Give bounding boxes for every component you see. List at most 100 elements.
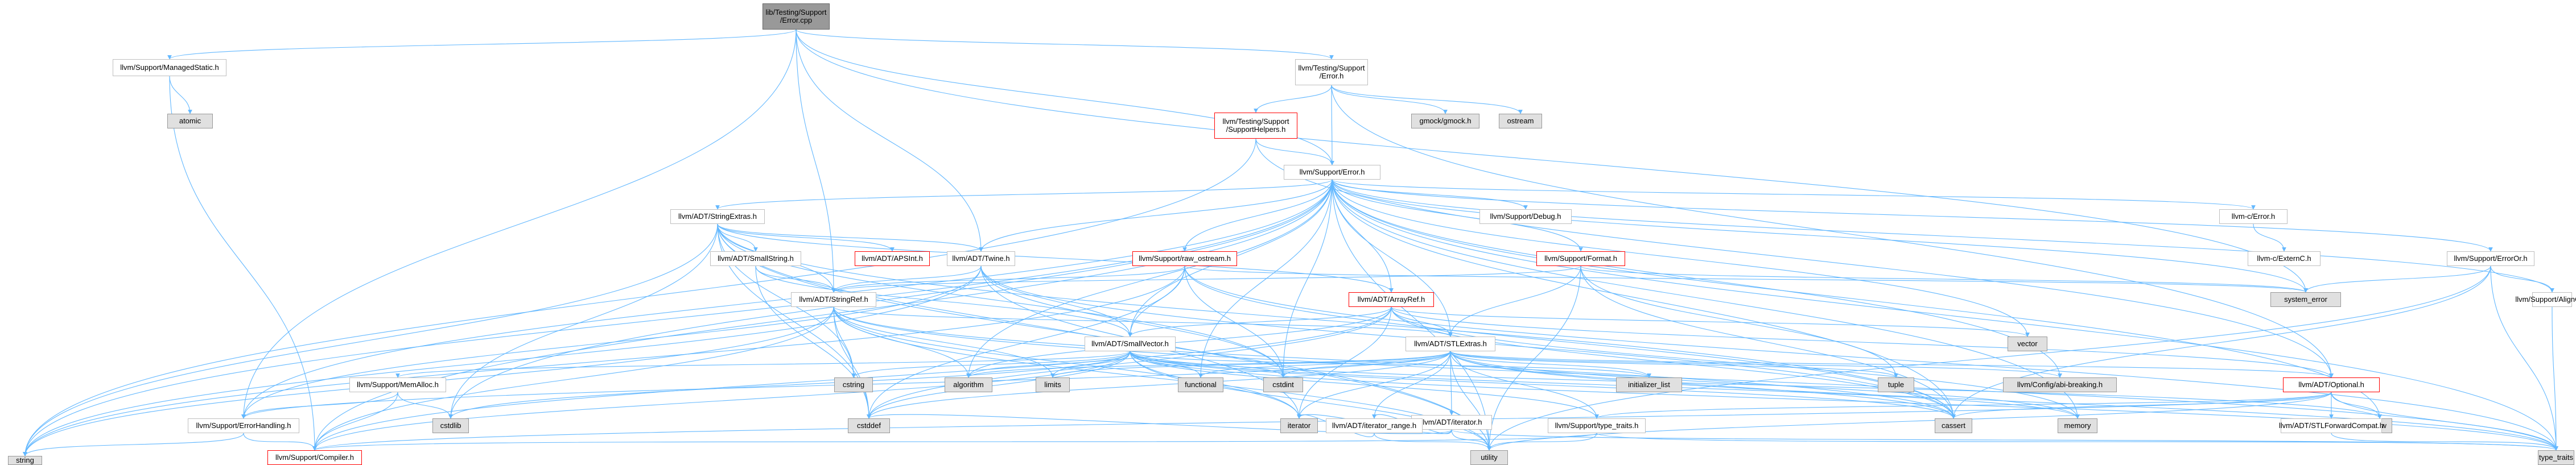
edge-n21-n23 — [1128, 306, 1392, 337]
edge-n7-n27 — [966, 179, 1333, 378]
edge-n7-n17 — [1332, 179, 1583, 252]
edge-n12-n49 — [2490, 265, 2558, 451]
node-llvm-adt-stlforwardcompat-h[interactable]: llvm/ADT/STLForwardCompat.h — [2279, 418, 2384, 433]
edge-n7-n36 — [448, 179, 1333, 419]
node-string: string — [8, 456, 42, 465]
edge-n0-n3 — [796, 29, 1334, 60]
edge-n24-n42 — [1372, 351, 1451, 419]
node-llvm-adt-apsint-h[interactable]: llvm/ADT/APSInt.h — [855, 251, 930, 266]
edge-n34-n49 — [2331, 392, 2558, 451]
edge-n7-n46 — [1332, 179, 2080, 419]
node-llvm-support-managedstatic-h[interactable]: llvm/Support/ManagedStatic.h — [113, 59, 226, 76]
edge-n21-n40 — [867, 306, 1392, 419]
node-llvm-testing-support-error-h[interactable]: llvm/Testing/Support /Error.h — [1295, 59, 1368, 85]
edge-n8-n36 — [448, 223, 718, 419]
edge-n21-n34 — [1391, 306, 2334, 378]
edge-n23-n29 — [1130, 351, 1203, 378]
edge-n7-n18 — [1332, 179, 2308, 293]
edge-n35-n40 — [867, 414, 1452, 434]
node-cstring: cstring — [834, 377, 873, 392]
node-system-error: system_error — [2270, 292, 2341, 307]
edge-n21-n24 — [1391, 306, 1453, 337]
edge-n3-n4 — [1254, 85, 1332, 113]
node-vector: vector — [2008, 337, 2047, 351]
node-lib-testing-support-error-cpp[interactable]: lib/Testing/Support /Error.cpp — [763, 3, 830, 30]
edge-n15-n37 — [241, 265, 982, 419]
edge-n20-n26 — [833, 306, 856, 378]
node-llvm-adt-smallvector-h[interactable]: llvm/ADT/SmallVector.h — [1085, 337, 1176, 351]
edge-n7-n30 — [1281, 179, 1333, 378]
node-llvm-support-erroror-h[interactable]: llvm/Support/ErrorOr.h — [2447, 251, 2534, 266]
edge-n23-n40 — [867, 351, 1131, 419]
edge-n24-n32 — [1450, 351, 1898, 378]
node-llvm-adt-twine-h[interactable]: llvm/ADT/Twine.h — [947, 251, 1015, 266]
node-tuple: tuple — [1878, 377, 1914, 392]
edge-n12-n19 — [2490, 265, 2554, 293]
node-memory: memory — [2058, 418, 2097, 433]
edge-n23-n26 — [851, 351, 1131, 378]
edge-n12-n18 — [2303, 265, 2491, 293]
edge-n25-n37 — [241, 392, 398, 419]
edge-n4-n7 — [1255, 138, 1334, 165]
edge-n16-n20 — [831, 265, 1185, 293]
edge-n8-n13 — [717, 223, 758, 252]
node-llvm-adt-stringextras-h[interactable]: llvm/ADT/StringExtras.h — [670, 209, 765, 224]
edge-n24-n35 — [1449, 351, 1454, 416]
node-cstdint: cstdint — [1263, 377, 1303, 392]
edge-n42-n44 — [1374, 433, 1491, 451]
edge-n12-n44 — [1487, 265, 2491, 451]
node-llvm-support-error-h[interactable]: llvm/Support/Error.h — [1284, 165, 1380, 180]
edge-n23-n31 — [1130, 351, 1651, 378]
edge-n23-n28 — [1050, 351, 1131, 378]
node-type-traits: type_traits — [2538, 450, 2574, 465]
node-llvm-config-abi-breaking-h: llvm/Config/abi-breaking.h — [2003, 377, 2117, 392]
node-llvm-adt-smallstring-h[interactable]: llvm/ADT/SmallString.h — [710, 251, 801, 266]
node-functional: functional — [1178, 377, 1223, 392]
edge-n13-n40 — [755, 265, 871, 419]
node-llvm-c-externc-h[interactable]: llvm-c/ExternC.h — [2248, 251, 2321, 266]
node-llvm-support-format-h[interactable]: llvm/Support/Format.h — [1536, 251, 1625, 266]
edge-n34-n45 — [1951, 392, 2332, 419]
edge-n7-n37 — [241, 179, 1333, 419]
node-llvm-adt-arrayref-h[interactable]: llvm/ADT/ArrayRef.h — [1349, 292, 1434, 307]
edge-n43-n39 — [312, 433, 1597, 451]
node-llvm-support-errorhandling-h[interactable]: llvm/Support/ErrorHandling.h — [188, 418, 299, 433]
node-llvm-support-type-traits-h[interactable]: llvm/Support/type_traits.h — [1548, 418, 1646, 433]
node-llvm-c-error-h[interactable]: llvm-c/Error.h — [2219, 209, 2288, 224]
node-llvm-testing-support-supporthelpers-h[interactable]: llvm/Testing/Support /SupportHelpers.h — [1214, 113, 1297, 139]
node-cstddef: cstddef — [848, 418, 890, 433]
edge-n7-n19 — [1332, 179, 2554, 293]
edge-n16-n40 — [867, 265, 1185, 419]
node-llvm-support-raw-ostream-h[interactable]: llvm/Support/raw_ostream.h — [1132, 251, 1237, 266]
edge-n7-n39 — [312, 179, 1333, 451]
node-llvm-support-compiler-h[interactable]: llvm/Support/Compiler.h — [267, 450, 362, 465]
node-llvm-support-alignof-h[interactable]: llvm/Support/AlignOf.h — [2515, 292, 2576, 307]
edge-n24-n29 — [1198, 351, 1451, 378]
edge-n24-n33 — [1450, 351, 2062, 378]
node-llvm-support-memalloc-h[interactable]: llvm/Support/MemAlloc.h — [349, 377, 446, 392]
node-llvm-adt-optional-h[interactable]: llvm/ADT/Optional.h — [2283, 377, 2380, 392]
edge-n17-n24 — [1448, 265, 1581, 337]
node-cstdlib: cstdlib — [432, 418, 469, 433]
node-llvm-adt-stlextras-h[interactable]: llvm/ADT/STLExtras.h — [1406, 337, 1495, 351]
edge-n24-n27 — [966, 351, 1451, 378]
edge-n7-n38 — [23, 179, 1333, 456]
edge-n17-n32 — [1580, 265, 1898, 378]
edge-n1-n2 — [169, 76, 192, 114]
edge-n0-n1 — [167, 29, 797, 60]
node-llvm-adt-iterator-range-h[interactable]: llvm/ADT/iterator_range.h — [1326, 418, 1423, 433]
edge-n10-n11 — [2253, 223, 2286, 252]
edge-n7-n15 — [979, 179, 1333, 252]
edge-n15-n38 — [23, 265, 982, 456]
edge-n8-n15 — [717, 223, 983, 252]
node-llvm-support-debug-h[interactable]: llvm/Support/Debug.h — [1479, 209, 1572, 224]
edge-n20-n41 — [833, 306, 1301, 419]
edge-n23-n27 — [966, 351, 1131, 378]
edge-n15-n44 — [980, 265, 1491, 451]
node-llvm-adt-stringref-h[interactable]: llvm/ADT/StringRef.h — [791, 292, 876, 307]
node-llvm-adt-iterator-h[interactable]: llvm/ADT/iterator.h — [1411, 415, 1492, 430]
edge-n0-n20 — [796, 29, 836, 293]
edge-n7-n12 — [1332, 179, 2493, 252]
